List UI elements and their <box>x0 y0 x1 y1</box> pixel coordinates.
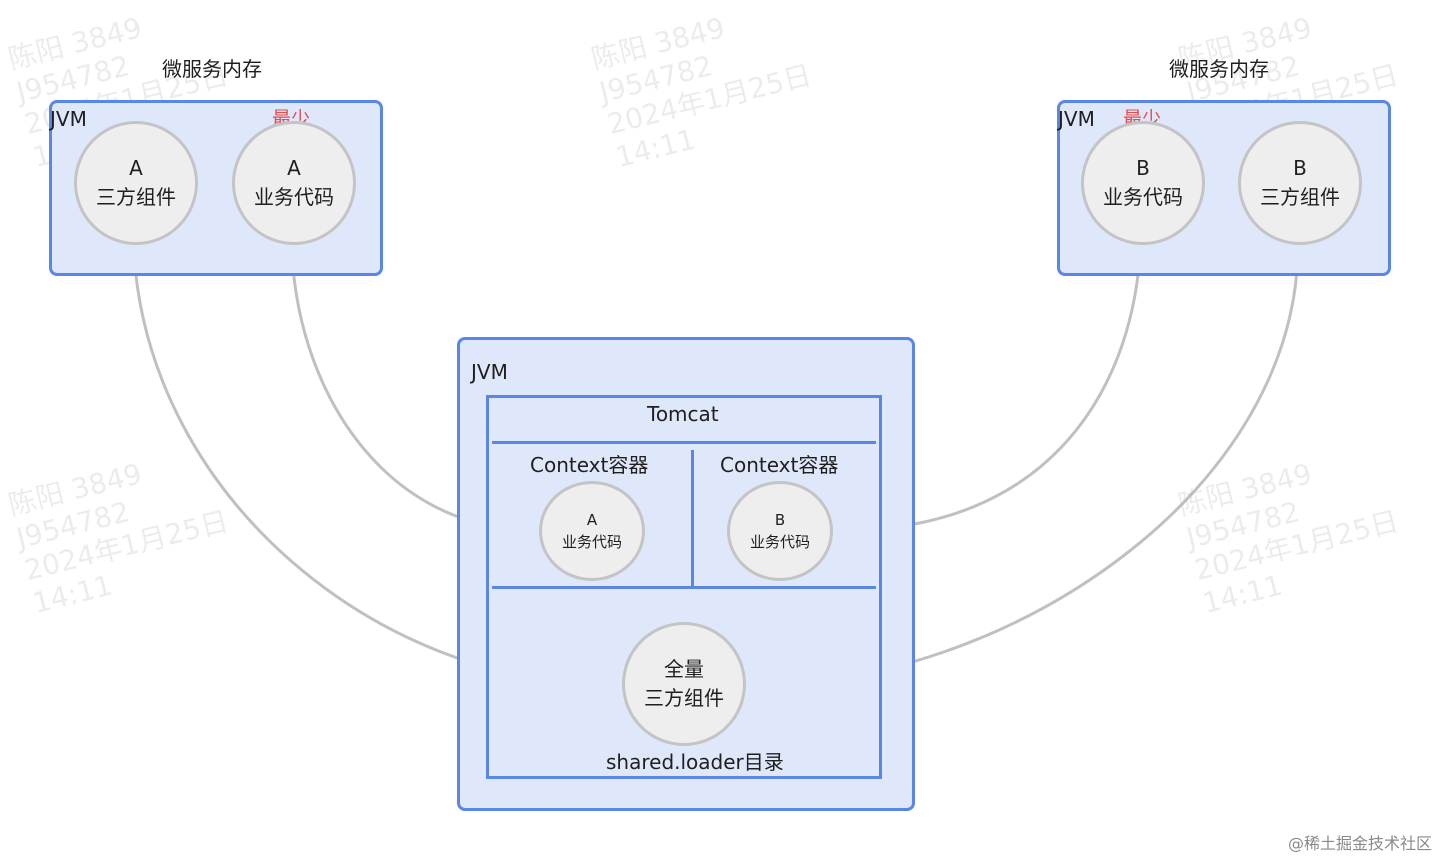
context-a-business-circle: A 业务代码 <box>539 481 645 581</box>
center-jvm-label: JVM <box>471 360 508 384</box>
footer-credit: @稀土掘金技术社区 <box>1287 834 1432 853</box>
left-a-business-circle: A 业务代码 <box>232 121 356 245</box>
context-b-business-circle: B 业务代码 <box>727 481 833 581</box>
shared-loader-label: shared.loader目录 <box>606 750 784 774</box>
tomcat-header-divider <box>492 441 876 444</box>
context-b-label: Context容器 <box>720 453 839 477</box>
right-jvm-label: JVM <box>1058 107 1095 131</box>
shared-third-party-circle: 全量 三方组件 <box>622 622 746 746</box>
context-divider <box>691 450 694 587</box>
context-bottom-divider <box>492 586 876 589</box>
left-jvm-label: JVM <box>50 107 87 131</box>
right-b-business-circle: B 业务代码 <box>1081 121 1205 245</box>
left-memory-title: 微服务内存 <box>162 57 262 81</box>
right-b-third-party-circle: B 三方组件 <box>1238 121 1362 245</box>
right-memory-title: 微服务内存 <box>1169 57 1269 81</box>
context-a-label: Context容器 <box>530 453 649 477</box>
left-a-third-party-circle: A 三方组件 <box>74 121 198 245</box>
right-jvm-box: JVM 最少 B 业务代码 B 三方组件 <box>1057 100 1391 276</box>
arrow-b-biz-to-context-b <box>848 252 1142 532</box>
tomcat-container <box>486 395 882 779</box>
left-jvm-box: JVM 最少 A 三方组件 A 业务代码 <box>49 100 383 276</box>
tomcat-label: Tomcat <box>647 402 719 426</box>
